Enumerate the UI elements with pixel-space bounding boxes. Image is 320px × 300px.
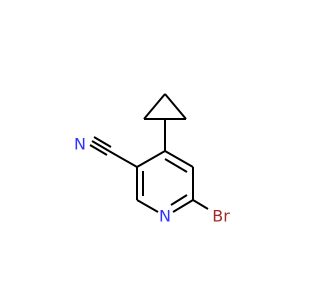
- triple-bond-line-1: [91, 140, 110, 152]
- triple-bond-line-3: [89, 144, 108, 156]
- ring-bond-c4-c5: [164, 150, 194, 168]
- cyclopropyl-bond-right: [164, 93, 187, 120]
- nitrile-group: [89, 136, 138, 168]
- ring-bond-n1-c2: [136, 199, 159, 213]
- pyridine-ring: [136, 150, 194, 213]
- nitrile-nitrogen-label: N: [74, 135, 86, 154]
- ring-bond-c4-c5-inner: [164, 158, 188, 173]
- chemical-structure-diagram: N N Br: [0, 0, 300, 300]
- cyclopropyl-bond-left: [143, 93, 166, 120]
- bond-c3-nitrile-carbon: [108, 150, 138, 168]
- ring-bond-c6-n1-inner: [170, 194, 188, 206]
- ring-nitrogen-label: N: [159, 207, 171, 226]
- ring-bond-c6-n1: [172, 199, 194, 213]
- background: [0, 0, 300, 300]
- bond-c6-bromine: [192, 199, 209, 210]
- bromine-label: Br: [212, 207, 230, 226]
- triple-bond-line-2: [93, 136, 112, 148]
- ring-bond-c4-c3: [136, 150, 166, 168]
